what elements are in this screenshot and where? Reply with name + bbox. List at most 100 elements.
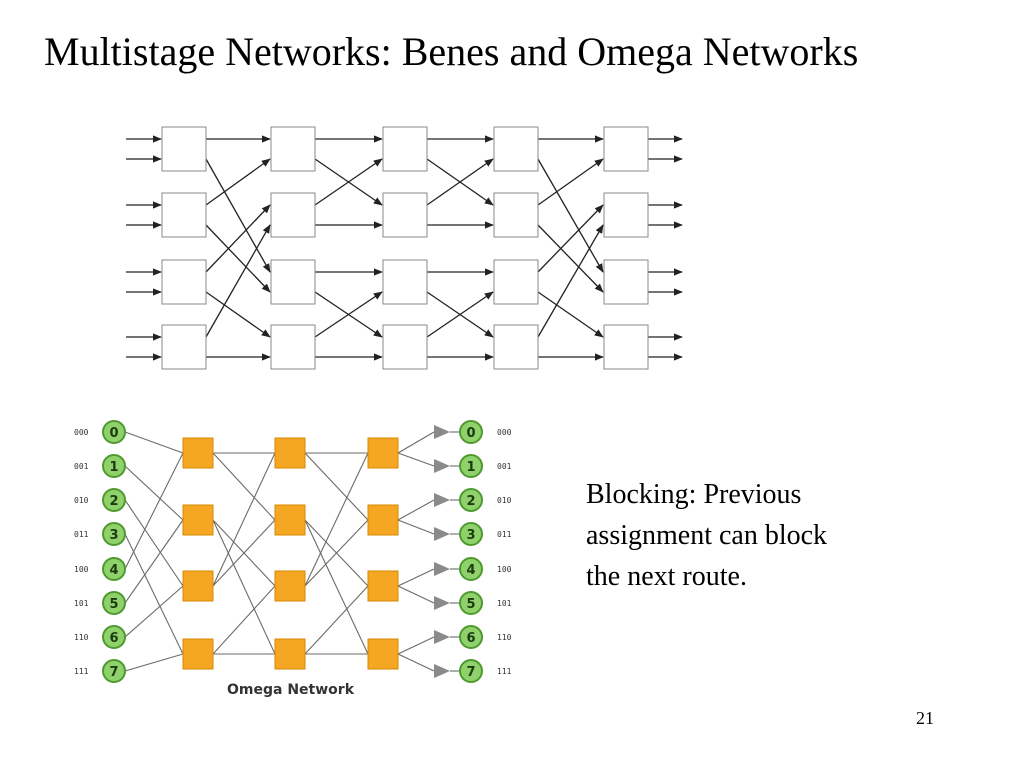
output-node-label: 3 bbox=[466, 528, 475, 543]
output-node-label: 5 bbox=[466, 597, 475, 612]
input-address: 001 bbox=[74, 462, 89, 471]
omega-link bbox=[124, 452, 184, 570]
note-line-3: the next route. bbox=[586, 561, 747, 592]
omega-link bbox=[124, 499, 184, 587]
omega-switch bbox=[367, 504, 399, 536]
output-node-label: 2 bbox=[466, 494, 475, 509]
input-address: 101 bbox=[74, 599, 89, 608]
benes-link bbox=[426, 158, 494, 206]
input-node bbox=[102, 625, 126, 649]
omega-link bbox=[397, 568, 435, 587]
benes-switch bbox=[270, 324, 316, 370]
benes-link bbox=[537, 158, 604, 206]
input-node bbox=[102, 591, 126, 615]
output-node bbox=[459, 557, 483, 581]
omega-switch bbox=[367, 437, 399, 469]
omega-link bbox=[304, 452, 369, 587]
omega-link bbox=[212, 585, 276, 655]
output-buffer-icon bbox=[434, 425, 450, 439]
omega-link bbox=[397, 452, 435, 467]
input-node bbox=[102, 454, 126, 478]
output-address: 000 bbox=[497, 428, 512, 437]
input-node-label: 4 bbox=[109, 563, 118, 578]
omega-switch bbox=[367, 570, 399, 602]
output-node bbox=[459, 625, 483, 649]
input-node bbox=[102, 488, 126, 512]
omega-link bbox=[397, 585, 435, 604]
omega-link bbox=[212, 452, 276, 521]
benes-switch bbox=[603, 192, 649, 238]
benes-switch bbox=[493, 259, 539, 305]
input-node-label: 0 bbox=[109, 426, 118, 441]
benes-switch bbox=[493, 324, 539, 370]
omega-switch bbox=[367, 638, 399, 670]
output-address: 011 bbox=[497, 530, 512, 539]
benes-link bbox=[537, 224, 604, 293]
omega-switch bbox=[182, 638, 214, 670]
output-node bbox=[459, 522, 483, 546]
input-node bbox=[102, 522, 126, 546]
output-node bbox=[459, 488, 483, 512]
benes-link bbox=[205, 158, 271, 206]
omega-link bbox=[397, 431, 435, 454]
benes-link bbox=[314, 158, 383, 206]
input-node bbox=[102, 557, 126, 581]
input-address: 010 bbox=[74, 496, 89, 505]
benes-link bbox=[537, 224, 604, 338]
benes-switch bbox=[161, 192, 207, 238]
benes-switch bbox=[603, 324, 649, 370]
note-line-1: Blocking: Previous bbox=[586, 479, 802, 510]
benes-switch bbox=[493, 126, 539, 172]
omega-switch bbox=[274, 437, 306, 469]
output-node-label: 4 bbox=[466, 563, 475, 578]
input-node-label: 6 bbox=[109, 631, 118, 646]
output-node bbox=[459, 454, 483, 478]
slide-title: Multistage Networks: Benes and Omega Net… bbox=[44, 29, 859, 74]
omega-link bbox=[124, 585, 184, 638]
input-address: 100 bbox=[74, 565, 89, 574]
omega-caption: Omega Network bbox=[227, 682, 355, 698]
output-buffer-icon bbox=[434, 527, 450, 541]
omega-switch bbox=[274, 638, 306, 670]
input-node-label: 2 bbox=[109, 494, 118, 509]
page-number: 21 bbox=[916, 708, 934, 728]
benes-link bbox=[426, 291, 494, 338]
omega-link bbox=[397, 636, 435, 655]
blocking-note: Blocking: Previous assignment can block … bbox=[586, 474, 827, 597]
input-address: 110 bbox=[74, 633, 89, 642]
omega-switch bbox=[182, 437, 214, 469]
benes-link bbox=[537, 158, 604, 273]
benes-switch bbox=[382, 259, 428, 305]
output-address: 101 bbox=[497, 599, 512, 608]
benes-switch bbox=[161, 259, 207, 305]
omega-link bbox=[212, 519, 276, 655]
output-buffer-icon bbox=[434, 459, 450, 473]
benes-switch bbox=[161, 126, 207, 172]
benes-link bbox=[537, 291, 604, 338]
omega-link bbox=[304, 585, 369, 655]
benes-switch bbox=[493, 192, 539, 238]
benes-link bbox=[205, 158, 271, 273]
note-line-2: assignment can block bbox=[586, 520, 828, 551]
input-address: 111 bbox=[74, 667, 89, 676]
omega-link bbox=[124, 533, 184, 655]
input-node-label: 1 bbox=[109, 460, 118, 475]
output-node-label: 1 bbox=[466, 460, 475, 475]
input-address: 000 bbox=[74, 428, 89, 437]
omega-link bbox=[124, 653, 184, 672]
input-node-label: 3 bbox=[109, 528, 118, 543]
omega-link bbox=[124, 519, 184, 604]
omega-switch bbox=[182, 504, 214, 536]
omega-link bbox=[304, 452, 369, 521]
benes-switch bbox=[382, 324, 428, 370]
output-node-label: 0 bbox=[466, 426, 475, 441]
benes-link bbox=[205, 224, 271, 338]
output-node bbox=[459, 420, 483, 444]
benes-switch bbox=[382, 192, 428, 238]
benes-link bbox=[537, 204, 604, 273]
input-address: 011 bbox=[74, 530, 89, 539]
benes-switch bbox=[603, 259, 649, 305]
input-node bbox=[102, 420, 126, 444]
